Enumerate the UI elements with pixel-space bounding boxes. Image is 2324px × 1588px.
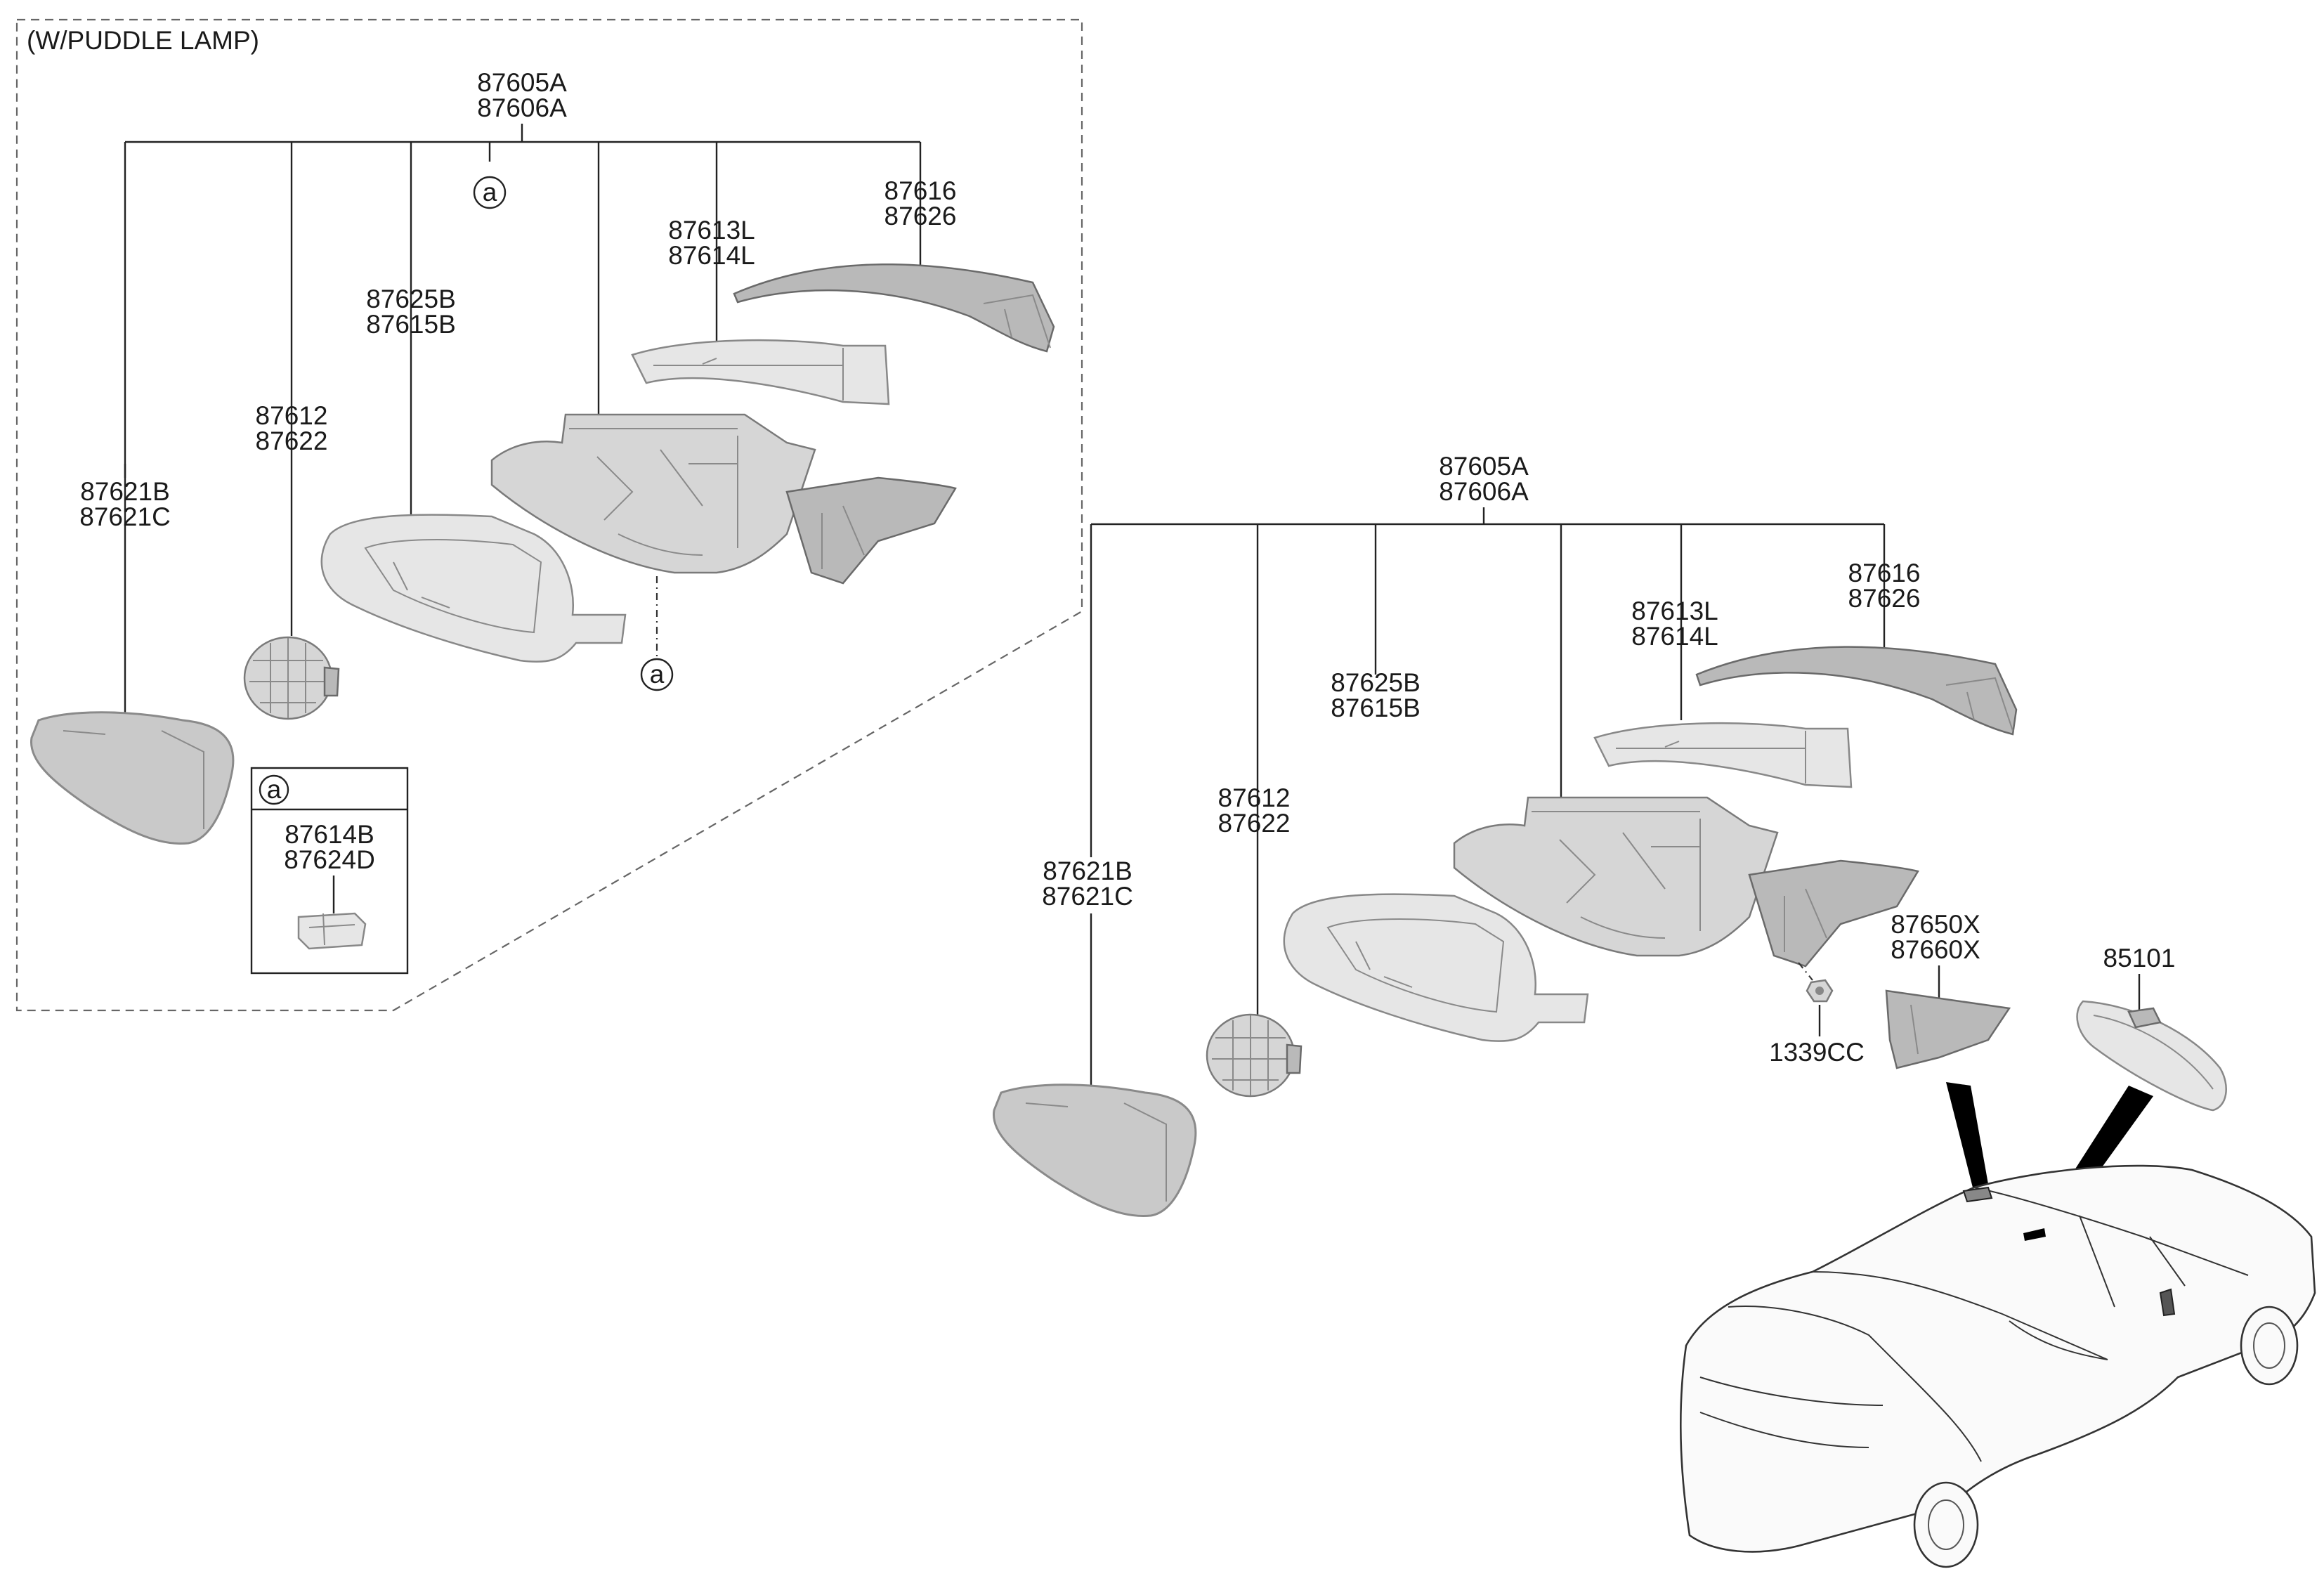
mirror-frame-icon xyxy=(1283,893,1589,1042)
mirror-glass-icon xyxy=(30,711,235,845)
lower-glass-label-2: 87621C xyxy=(1042,882,1133,911)
rear-wheel xyxy=(1913,1481,1979,1568)
car-side-mirror-marker xyxy=(1962,1186,1993,1203)
lower-leader-lines xyxy=(1090,507,1886,1029)
upper-actuator-label-2: 87622 xyxy=(256,427,328,455)
puddle-lamp-group: (W/PUDDLE LAMP) 87605A 87606A a 87616 87… xyxy=(15,18,1083,1012)
puddle-lamp-icon xyxy=(297,912,367,950)
car-icon xyxy=(1680,1164,2316,1568)
upper-turn-lamp-label-1: 87613L xyxy=(668,216,755,245)
mirror-frame-icon xyxy=(320,514,627,663)
garnish-label-1: 87650X xyxy=(1891,910,1980,939)
lower-assy-label-2: 87606A xyxy=(1439,477,1529,506)
puddle-lamp-label-2: 87624D xyxy=(284,845,375,874)
detail-box-marker-circle xyxy=(259,774,289,805)
lower-cover-label-1: 87616 xyxy=(1848,559,1921,587)
detail-marker-text-2: a xyxy=(650,660,665,689)
puddle-lamp-group-border xyxy=(15,18,1083,1012)
turn-lamp-icon xyxy=(631,339,890,405)
detail-box-a: a 87614B 87624D xyxy=(250,767,409,975)
lower-glass-label-1: 87621B xyxy=(1043,857,1132,885)
standard-group: 87605A 87606A 87616 87626 87613L 87614L … xyxy=(992,452,2316,1568)
upper-cover-label-2: 87626 xyxy=(884,202,957,230)
lower-turn-lamp-label-1: 87613L xyxy=(1631,597,1718,625)
nut-leader-dash xyxy=(1798,962,1813,981)
garnish-icon xyxy=(1885,989,2011,1069)
lower-housing-label-1: 87625B xyxy=(1331,668,1421,697)
upper-housing-label-2: 87615B xyxy=(366,310,456,339)
garnish-callout xyxy=(1946,1082,1988,1187)
upper-leader-lines xyxy=(124,124,922,720)
actuator-icon xyxy=(1206,1013,1303,1098)
upper-housing-label-1: 87625B xyxy=(366,285,456,313)
mirror-housing-icon xyxy=(490,413,816,574)
lower-cover-label-2: 87626 xyxy=(1848,584,1921,613)
car-inside-mirror-marker xyxy=(2023,1228,2046,1241)
nut-icon xyxy=(1806,979,1834,1003)
actuator-icon xyxy=(243,636,340,720)
group-title: (W/PUDDLE LAMP) xyxy=(27,26,259,55)
upper-turn-lamp-label-2: 87614L xyxy=(668,241,755,270)
puddle-lamp-label-1: 87614B xyxy=(285,820,374,849)
inside-mirror-icon xyxy=(2076,1000,2227,1112)
upper-glass-label-1: 87621B xyxy=(80,477,170,506)
lower-turn-lamp-label-2: 87614L xyxy=(1631,622,1718,651)
upper-assy-label-1: 87605A xyxy=(477,68,567,97)
mirror-bracket-icon xyxy=(1748,859,1919,968)
upper-actuator-label-1: 87612 xyxy=(256,401,328,430)
nut-label: 1339CC xyxy=(1769,1038,1865,1067)
upper-assy-label-2: 87606A xyxy=(477,93,567,122)
car-door-mirror xyxy=(2159,1288,2176,1317)
front-wheel xyxy=(2240,1306,2299,1386)
mirror-cover-icon xyxy=(733,263,1055,353)
garnish-label-2: 87660X xyxy=(1891,935,1980,964)
mirror-glass-icon xyxy=(992,1083,1197,1218)
lower-actuator-label-1: 87612 xyxy=(1218,783,1291,812)
detail-box-marker-text: a xyxy=(267,775,282,804)
mirror-housing-icon xyxy=(1453,796,1779,957)
lower-assy-label-1: 87605A xyxy=(1439,452,1529,481)
mirror-bracket-icon xyxy=(785,476,957,585)
lower-housing-label-2: 87615B xyxy=(1331,694,1421,722)
upper-glass-label-2: 87621C xyxy=(79,502,171,531)
detail-marker-text: a xyxy=(483,178,497,207)
turn-lamp-icon xyxy=(1593,722,1853,788)
lower-actuator-label-2: 87622 xyxy=(1218,809,1291,838)
upper-cover-label-1: 87616 xyxy=(884,176,957,205)
inside-mirror-label: 85101 xyxy=(2103,944,2176,972)
mirror-cover-icon xyxy=(1695,646,2018,736)
detail-marker-circle xyxy=(473,176,507,209)
detail-marker-circle-2 xyxy=(640,658,674,691)
